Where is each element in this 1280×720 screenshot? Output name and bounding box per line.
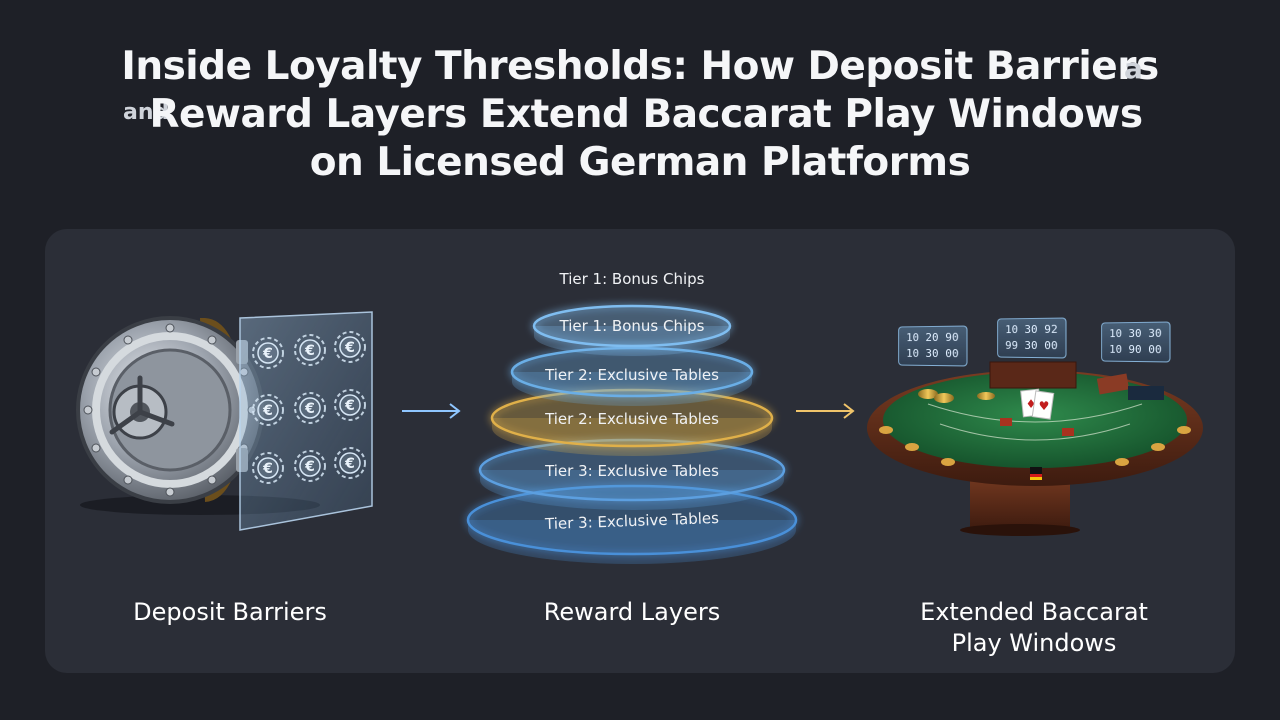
svg-text:€: € (262, 461, 273, 477)
arrow-deposit-to-reward (402, 403, 461, 419)
reward-layer-label: Tier 1: Bonus Chips (559, 270, 705, 288)
svg-text:€: € (344, 398, 355, 414)
euro-chip-icon: € (252, 337, 284, 369)
title-stray-a: a (1124, 52, 1143, 85)
svg-text:€: € (344, 340, 355, 356)
reward-layer-disc (532, 304, 732, 356)
reward-layer-disc (510, 346, 754, 406)
baccarat-table-icon: ♦ ♥ (867, 361, 1203, 536)
reward-layers-text: Reward Layers (543, 598, 721, 626)
deposit-barriers-text: Deposit Barriers (133, 598, 327, 626)
euro-chip-icon: € (294, 392, 326, 424)
svg-text:♦: ♦ (1026, 397, 1037, 411)
euro-chip-icon: € (252, 452, 284, 484)
reward-layer-label: Tier 2: Exclusive Tables (545, 366, 719, 384)
euro-chip-icon: € (334, 447, 366, 479)
euro-chip-icon: € (252, 394, 284, 426)
euro-chip-icon: € (294, 450, 326, 482)
reward-layer-disc (466, 484, 798, 564)
euro-chip-icon: € (334, 331, 366, 363)
reward-layer-disc (490, 388, 774, 456)
time-display-bottom: 10 90 00 (1109, 342, 1162, 357)
time-display-icon: 10 30 92 99 30 00 (997, 317, 1067, 359)
euro-chip-icon: € (294, 334, 326, 366)
time-display-icon: 10 20 90 10 30 00 (898, 325, 968, 367)
time-display-icon: 10 30 30 10 90 00 (1101, 321, 1171, 363)
time-display-bottom: 99 30 00 (1005, 338, 1058, 353)
svg-text:€: € (344, 456, 355, 472)
extended-play-label: Extended Baccarat Play Windows (874, 597, 1194, 659)
title-line-1: Inside Loyalty Thresholds: How Deposit B… (121, 44, 1159, 89)
time-display-top: 10 30 92 (1005, 322, 1058, 337)
svg-text:♥: ♥ (1039, 399, 1050, 413)
svg-text:€: € (304, 401, 315, 417)
svg-text:€: € (262, 346, 273, 362)
arrow-reward-to-extended (796, 403, 855, 419)
time-display-bottom: 10 30 00 (906, 346, 959, 361)
time-display-top: 10 30 30 (1109, 326, 1162, 341)
title-stray-and: and (123, 100, 170, 125)
reward-layer-label: Tier 3: Exclusive Tables (545, 462, 719, 480)
svg-text:€: € (304, 343, 315, 359)
deposit-barriers-label: Deposit Barriers (70, 597, 390, 628)
extended-play-line-2: Play Windows (951, 629, 1117, 657)
extended-play-line-1: Extended Baccarat (920, 598, 1148, 626)
reward-layers-label: Reward Layers (472, 597, 792, 628)
euro-glass-panel (239, 311, 373, 531)
reward-layer-disc (478, 438, 786, 510)
title-line-2: Reward Layers Extend Baccarat Play Windo… (149, 92, 1143, 137)
svg-text:€: € (262, 403, 273, 419)
title-line-3: on Licensed German Platforms (309, 140, 971, 185)
euro-chip-grid: € € € € € € € € € (252, 331, 366, 484)
reward-layer-label: Tier 2: Exclusive Tables (545, 410, 719, 428)
euro-chip-icon: € (334, 389, 366, 421)
svg-text:€: € (304, 459, 315, 475)
time-display-top: 10 20 90 (906, 330, 959, 345)
reward-layer-stack (466, 304, 798, 564)
reward-layer-label: Tier 1: Bonus Chips (559, 317, 705, 335)
